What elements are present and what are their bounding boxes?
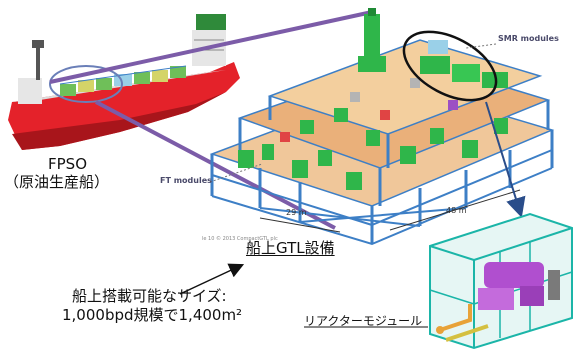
fpso-label-line1: FPSO [48, 155, 88, 173]
reactor-module-label: リアクターモジュール [304, 314, 423, 328]
dim-line-length [389, 189, 521, 231]
reactor-module-illustration [429, 212, 573, 350]
reactor-piping [439, 304, 472, 332]
reactor-unit [478, 288, 514, 310]
ship-topside-modules [59, 65, 187, 96]
dim-length-label: 48 m [446, 206, 467, 215]
smr-leader-line [465, 43, 497, 49]
ship-hull-shadow [12, 92, 226, 150]
fpso-label-line2: （原油生産船） [4, 173, 110, 191]
flare-tower [36, 46, 40, 80]
flare-tip [32, 40, 44, 48]
gtl-stack-top [368, 8, 376, 16]
callout-line-bottom [95, 100, 336, 230]
gtl-stack-base [358, 56, 386, 72]
gtl-stack [364, 14, 380, 62]
smr-modules-label: SMR modules [498, 34, 559, 43]
callout-line-top [49, 10, 373, 84]
size-note-arrow [179, 263, 245, 295]
fpso-ship-illustration [8, 14, 240, 150]
steel-beams [211, 149, 553, 246]
bow-superstructure [196, 14, 226, 32]
dim-line-width [259, 217, 341, 233]
ft-modules-equipment [238, 78, 508, 190]
gtl-label: 船上GTL設備 [246, 239, 335, 257]
size-note-line1: 船上搭載可能なサイズ: [72, 287, 227, 305]
size-note-line2: 1,000bpd規模で1,400m² [62, 306, 243, 324]
stern-superstructure [18, 78, 42, 104]
smr-to-reactor-arrow [485, 101, 526, 218]
ship-highlight-ellipse [49, 65, 123, 103]
gtl-plant-illustration [209, 8, 555, 246]
reactor-vessel [484, 262, 544, 288]
smr-modules-equipment [420, 40, 508, 88]
copyright-text: le 10 © 2013 CompactGTL plc [202, 236, 278, 242]
ft-leader-line [209, 163, 263, 183]
smr-highlight-ellipse [402, 30, 498, 102]
dim-width-label: 29 m [286, 208, 307, 217]
ft-modules-label: FT modules [160, 176, 212, 185]
